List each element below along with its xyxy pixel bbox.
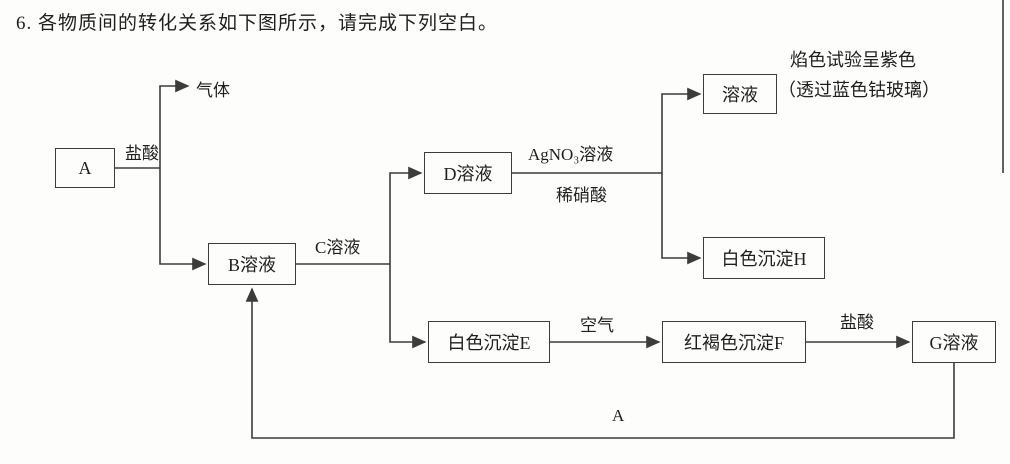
box-d-solution: D溶液 [424,152,512,194]
box-white-precipitate-h: 白色沉淀H [703,237,825,279]
label-gas: 气体 [196,81,230,100]
box-red-brown-precipitate-f: 红褐色沉淀F [662,321,806,363]
box-white-precipitate-e: 白色沉淀E [428,321,550,363]
arrow-a-to-gas [159,79,190,168]
label-c-solution: C溶液 [315,238,361,257]
box-solution: 溶液 [703,74,777,114]
arrow-g-return-to-b [245,287,955,439]
label-hydrochloric-acid-from-a: 盐酸 [125,144,159,163]
arrow-d-to-solution [661,87,702,173]
label-recycle-a: A [612,406,625,425]
arrow-c-to-precipitate-e [389,264,427,349]
annotation-flame-test-line1: 焰色试验呈紫色 [790,50,916,70]
arrow-c-to-d-solution [389,166,423,264]
arrow-d-to-precipitate-h [661,173,702,265]
annotation-flame-test-line2: （透过蓝色钴玻璃） [778,80,940,100]
label-hydrochloric-acid-to-g: 盐酸 [840,313,874,332]
question-title: 6. 各物质间的转化关系如下图所示，请完成下列空白。 [16,13,499,34]
box-b-solution: B溶液 [208,243,296,285]
box-substance-a: A [55,148,115,188]
label-silver-nitrate-solution: AgNO₃溶液 [528,145,614,164]
arrow-a-to-b-solution [159,168,207,271]
label-dilute-nitric-acid: 稀硝酸 [556,186,607,205]
label-air: 空气 [580,316,614,335]
box-g-solution: G溶液 [912,321,996,363]
